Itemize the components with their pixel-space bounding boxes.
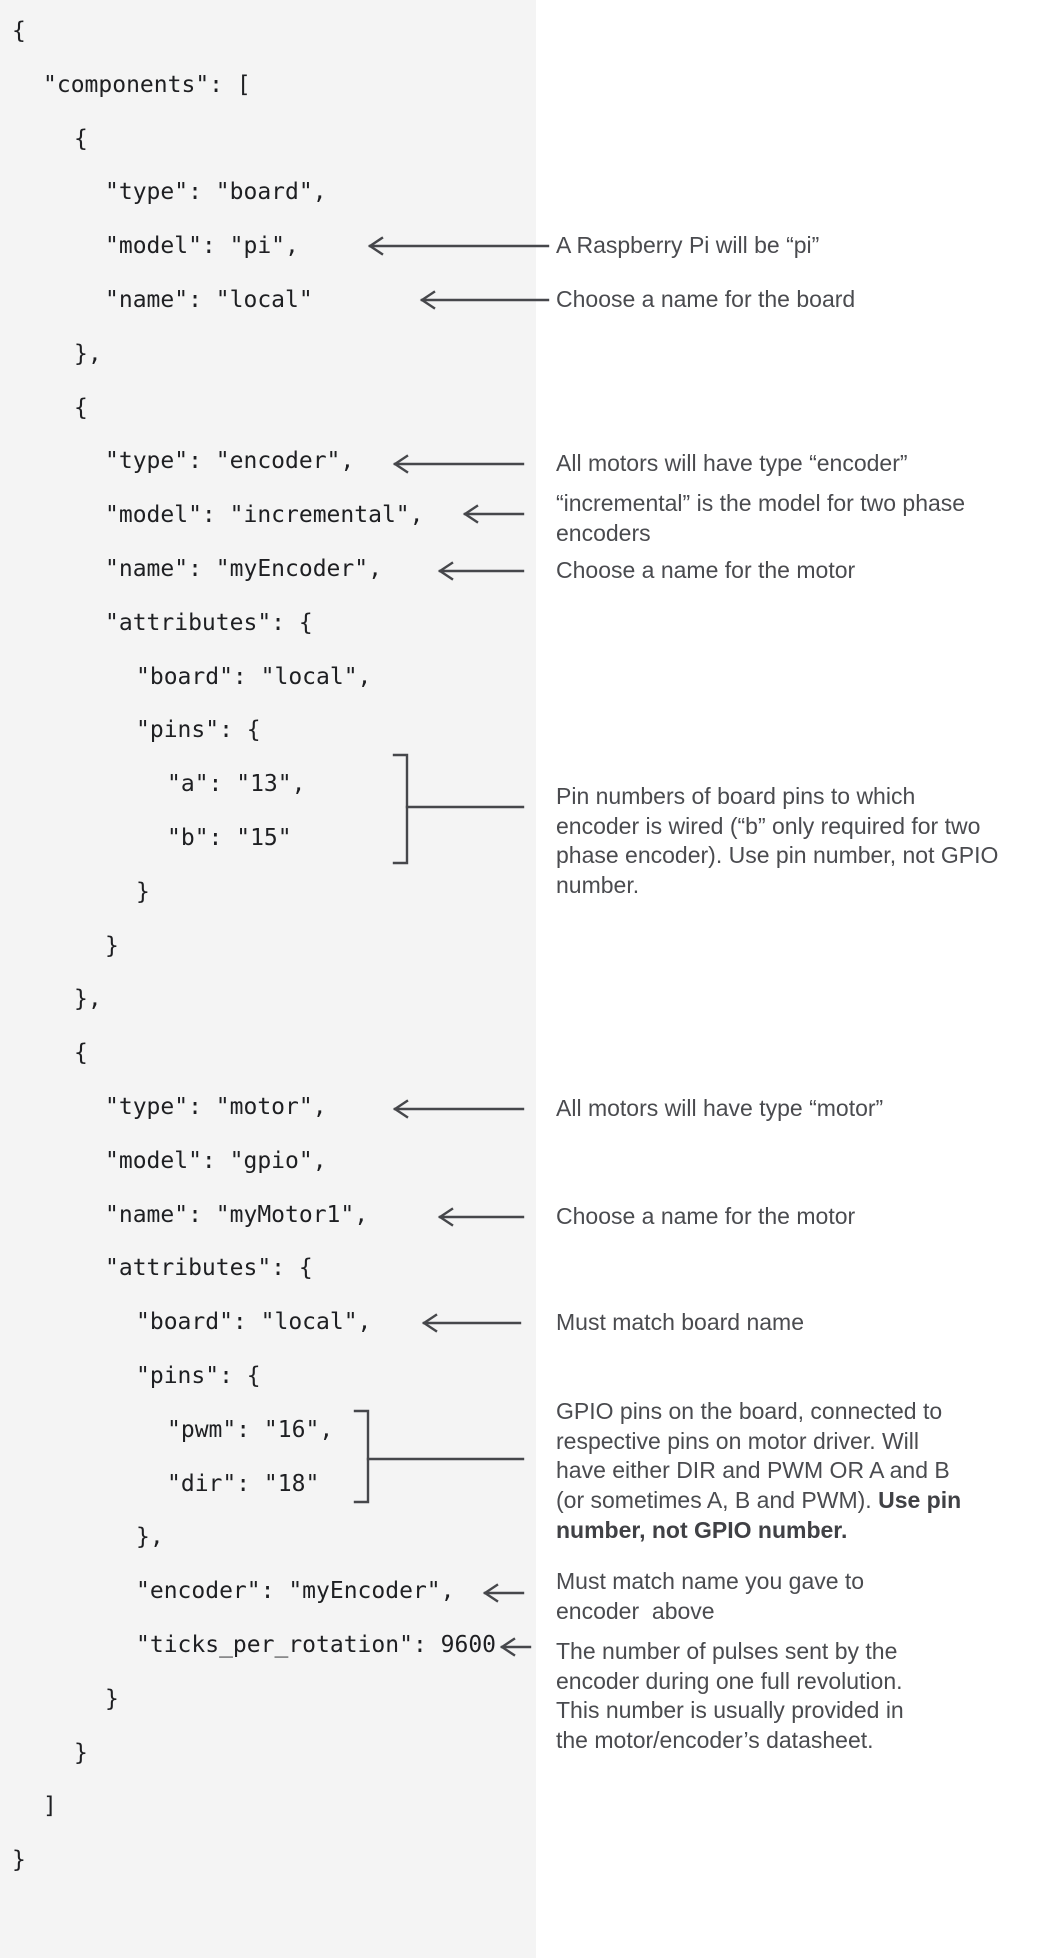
code-line: "type": "board", xyxy=(105,179,327,205)
code-line: { xyxy=(74,126,88,152)
code-line: "attributes": { xyxy=(105,1255,313,1281)
code-line: { xyxy=(74,395,88,421)
code-line: "name": "myEncoder", xyxy=(105,556,382,582)
annotation-line: All motors will have type “motor” xyxy=(556,1095,884,1121)
annotation-line: The number of pulses sent by the xyxy=(556,1638,898,1664)
annotation-line: number. xyxy=(556,872,640,899)
annotation-line: number, not GPIO number. xyxy=(556,1516,848,1543)
annotation-motor-pins: GPIO pins on the board, connected to resp… xyxy=(556,1397,1051,1546)
code-line: }, xyxy=(74,341,102,367)
annotation-line: A Raspberry Pi will be “pi” xyxy=(556,232,820,258)
annotation-line: have either DIR and PWM OR A and B xyxy=(556,1457,950,1484)
code-line: "board": "local", xyxy=(136,1309,372,1335)
code-line: } xyxy=(136,879,150,905)
annotation-motor-type: All motors will have type “motor” xyxy=(556,1094,1051,1124)
code-line: "type": "encoder", xyxy=(105,448,355,474)
code-line: }, xyxy=(136,1524,164,1550)
annotation-line: encoder is wired (“b” only required for … xyxy=(556,812,981,839)
annotation-line: “incremental” is the model for two phase xyxy=(556,490,966,516)
annotation-line: phase encoder). Use pin number, not GPIO xyxy=(556,842,999,869)
code-line: } xyxy=(105,933,119,959)
annotation-encoder-pins: Pin numbers of board pins to which encode… xyxy=(556,782,1051,901)
annotation-line: Choose a name for the motor xyxy=(556,1203,856,1229)
code-line: } xyxy=(105,1686,119,1712)
code-line: ] xyxy=(43,1793,57,1819)
code-line: "model": "pi", xyxy=(105,233,299,259)
annotation-line: encoder during one full revolution. xyxy=(556,1667,903,1694)
annotation-line: encoder above xyxy=(556,1597,715,1624)
annotation-line: respective pins on motor driver. Will xyxy=(556,1427,920,1454)
code-line: "ticks_per_rotation": 9600 xyxy=(136,1632,497,1658)
annotation-motor-encoder: Must match name you gave to encoder above xyxy=(556,1567,1051,1626)
code-line: "dir": "18" xyxy=(167,1471,320,1497)
code-line: "encoder": "myEncoder", xyxy=(136,1578,455,1604)
code-line: "b": "15" xyxy=(167,825,292,851)
code-line: { xyxy=(12,18,26,44)
code-line: "model": "incremental", xyxy=(105,502,424,528)
annotation-line: Choose a name for the motor xyxy=(556,557,856,583)
code-line: "attributes": { xyxy=(105,610,313,636)
code-line: "pins": { xyxy=(136,1363,261,1389)
annotation-line: the motor/encoder’s datasheet. xyxy=(556,1727,874,1754)
annotation-line: All motors will have type “encoder” xyxy=(556,450,908,476)
code-line: "components": [ xyxy=(43,72,251,98)
code-line: "model": "gpio", xyxy=(105,1148,327,1174)
code-line: { xyxy=(74,1040,88,1066)
code-line: "name": "local" xyxy=(105,287,313,313)
annotation-encoder-name: Choose a name for the motor xyxy=(556,556,1051,586)
annotation-motor-name: Choose a name for the motor xyxy=(556,1202,1051,1232)
annotation-encoder-model: “incremental” is the model for two phase… xyxy=(556,489,1051,548)
code-line: }, xyxy=(74,986,102,1012)
code-line: "board": "local", xyxy=(136,664,372,690)
annotation-board-model: A Raspberry Pi will be “pi” xyxy=(556,231,1051,261)
annotation-line: This number is usually provided in xyxy=(556,1697,904,1724)
code-line: "a": "13", xyxy=(167,771,306,797)
code-line: } xyxy=(12,1847,26,1873)
code-background-panel xyxy=(0,0,536,1958)
annotation-board-name: Choose a name for the board xyxy=(556,285,1051,315)
code-line: "pins": { xyxy=(136,717,261,743)
annotation-line: GPIO pins on the board, connected to xyxy=(556,1398,943,1424)
annotation-motor-board: Must match board name xyxy=(556,1308,1051,1338)
annotation-line: Pin numbers of board pins to which xyxy=(556,783,916,809)
annotation-line: Must match name you gave to xyxy=(556,1568,865,1594)
code-line: "type": "motor", xyxy=(105,1094,327,1120)
annotation-line: encoders xyxy=(556,519,651,546)
annotation-line: Choose a name for the board xyxy=(556,286,856,312)
annotation-line: (or sometimes A, B and PWM). Use pin xyxy=(556,1487,962,1514)
code-line: "name": "myMotor1", xyxy=(105,1202,369,1228)
annotation-encoder-type: All motors will have type “encoder” xyxy=(556,449,1051,479)
code-line: } xyxy=(74,1740,88,1766)
annotation-line: Must match board name xyxy=(556,1309,805,1335)
code-line: "pwm": "16", xyxy=(167,1417,334,1443)
annotation-ticks-per-rotation: The number of pulses sent by the encoder … xyxy=(556,1637,1051,1756)
